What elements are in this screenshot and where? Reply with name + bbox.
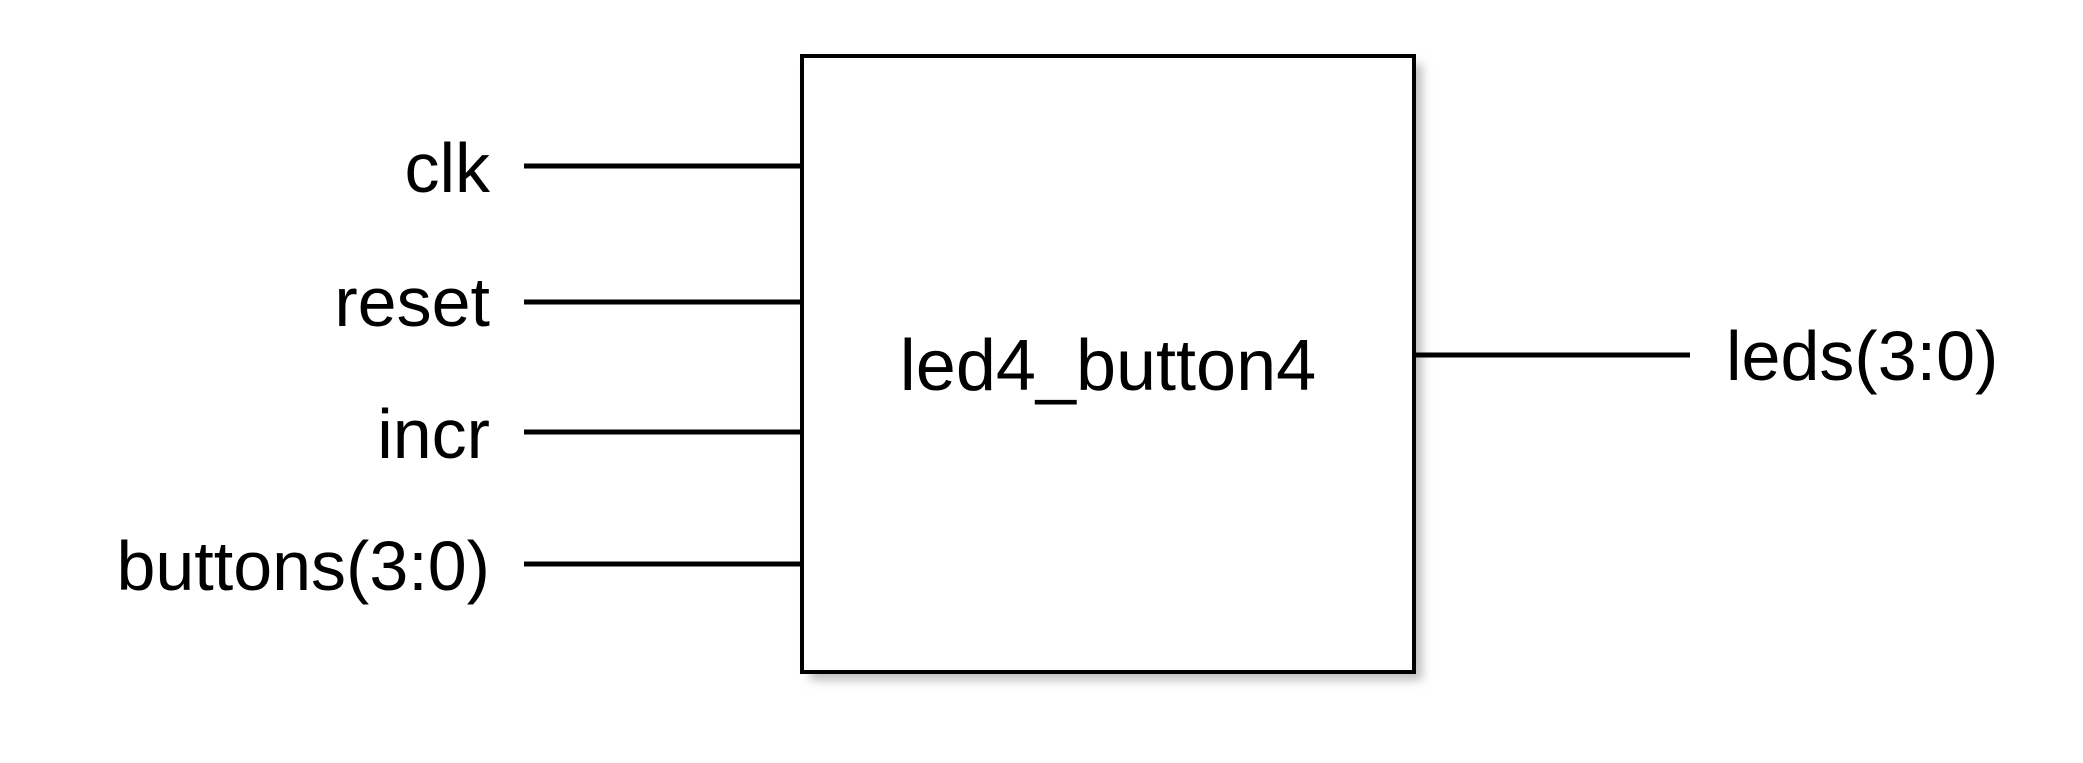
input-ports: clk reset incr buttons(3:0)	[116, 129, 804, 605]
module-block	[800, 54, 1416, 674]
buttons-label: buttons(3:0)	[116, 527, 490, 605]
incr-label: incr	[377, 395, 490, 473]
module-name: led4_button4	[900, 326, 1316, 406]
clk-label: clk	[404, 129, 491, 207]
output-ports: leds(3:0)	[1414, 317, 1998, 395]
leds-label: leds(3:0)	[1726, 317, 1998, 395]
reset-label: reset	[334, 263, 490, 341]
